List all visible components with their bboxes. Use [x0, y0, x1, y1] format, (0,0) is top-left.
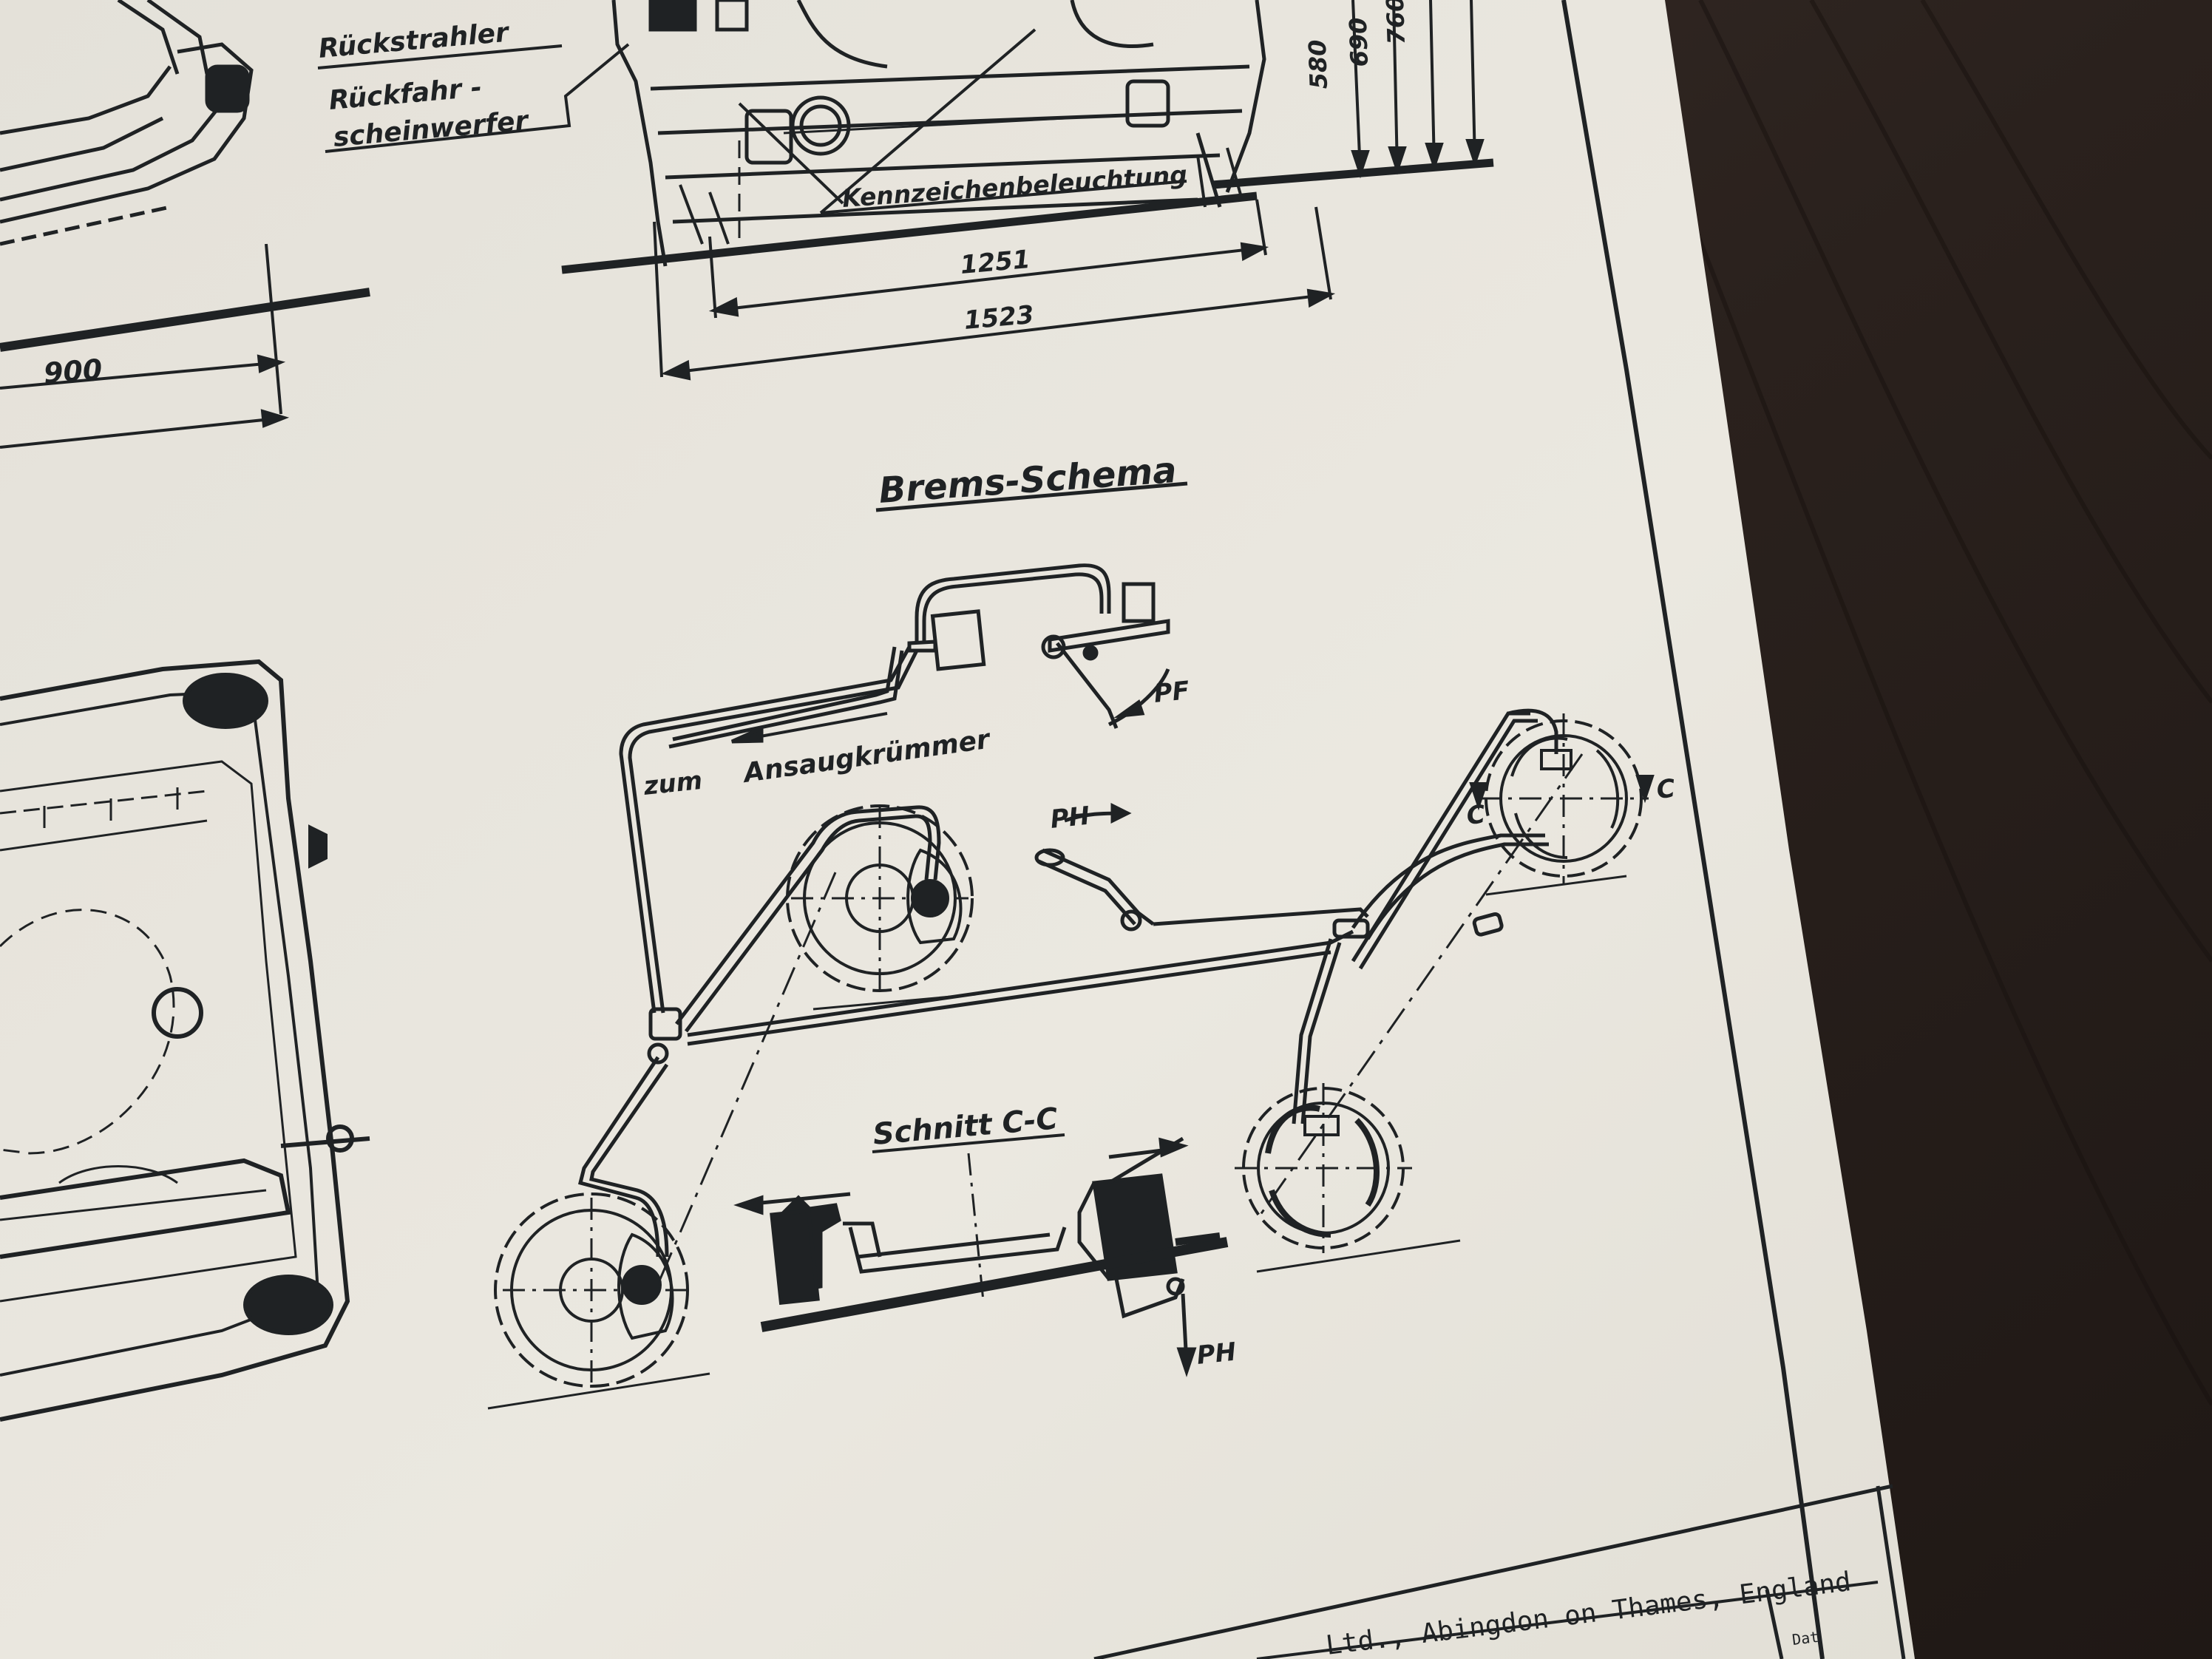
horizontal-dimensions [653, 199, 1336, 381]
front-left-disc-wheel [487, 1192, 710, 1410]
brake-lines-diagram [577, 563, 1584, 1302]
label-ph: PH [1049, 801, 1091, 835]
label-c-left: C [1465, 800, 1487, 831]
rear-left-drum-wheel [1235, 1083, 1461, 1273]
front-right-disc-wheel [786, 804, 977, 1011]
dim-690-label: 690 [1344, 17, 1374, 67]
rear-car-drawing [611, 0, 1266, 267]
car-underside-drawing [0, 659, 370, 1422]
wood-grain [1661, 0, 2212, 1406]
title-block [1093, 1484, 1906, 1659]
rear-right-drum-wheel [1469, 713, 1655, 896]
label-pf: PF [1153, 676, 1191, 709]
top-left-car-drawing [0, 0, 370, 415]
paper-sheet [0, 0, 1915, 1659]
dim-580-label: 580 [1303, 39, 1333, 89]
footer-small-text: Dat [1791, 1628, 1820, 1649]
dimension-900 [0, 354, 290, 449]
dim-1251-label: 1251 [959, 245, 1031, 280]
dim-1523-label: 1523 [963, 300, 1035, 336]
dim-760-label: 760 [1381, 0, 1411, 45]
label-ph-bottom: PH [1195, 1337, 1238, 1371]
schnitt-cc-section [733, 1136, 1229, 1377]
sheet-border [1561, 0, 1825, 1659]
label-zum: zum [642, 766, 704, 801]
vertical-dimensions [1351, 0, 1485, 179]
ground-line-right [1212, 158, 1494, 189]
ground-line-rear [561, 191, 1258, 274]
label-c-right: C [1655, 774, 1677, 805]
dim-900-label: 900 [43, 353, 104, 390]
